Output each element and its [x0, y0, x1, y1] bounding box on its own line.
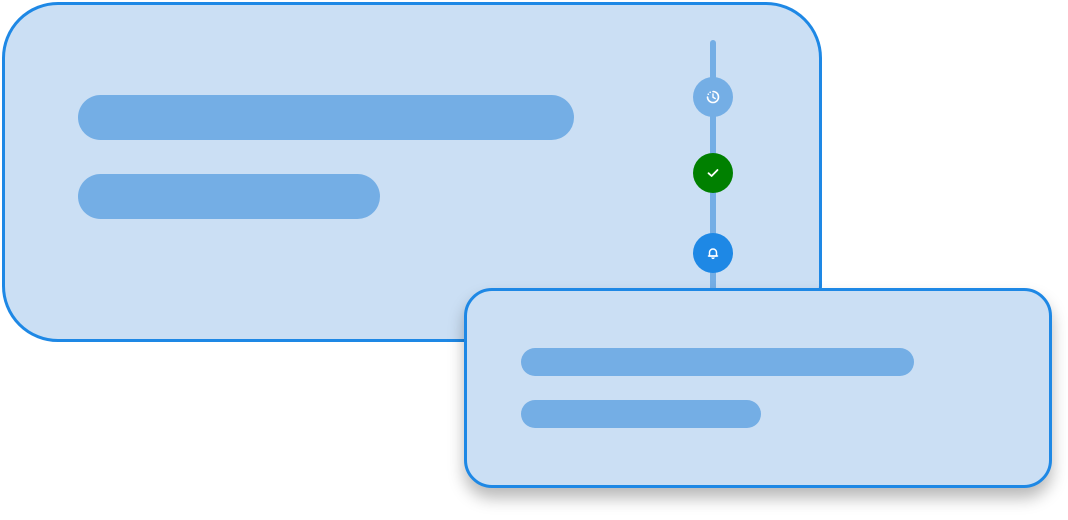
notification-popup-card[interactable]: [464, 288, 1052, 488]
placeholder-text-line-secondary: [78, 174, 380, 219]
timeline-step-pending[interactable]: [693, 77, 733, 117]
bell-icon: [706, 246, 720, 260]
timeline-step-alert[interactable]: [693, 233, 733, 273]
checkmark-icon: [706, 166, 720, 180]
placeholder-text-line-primary: [78, 95, 574, 140]
popup-placeholder-line-primary: [521, 348, 914, 376]
timeline-step-done[interactable]: [693, 153, 733, 193]
popup-placeholder-line-secondary: [521, 400, 761, 428]
main-card: [2, 2, 822, 342]
loading-clock-icon: [705, 89, 721, 105]
